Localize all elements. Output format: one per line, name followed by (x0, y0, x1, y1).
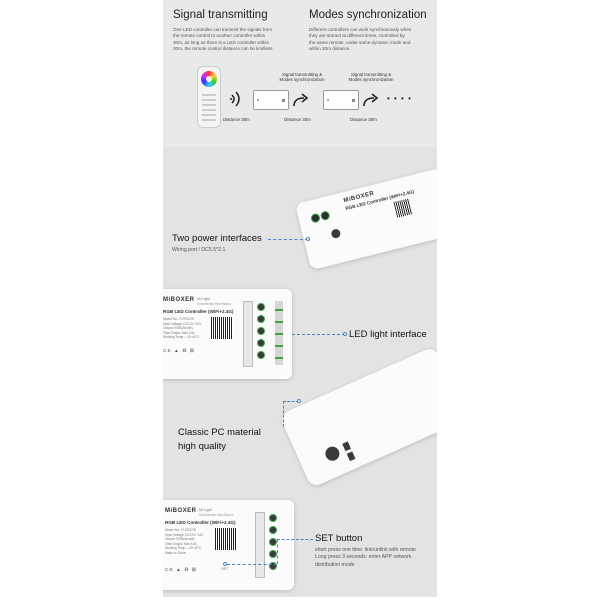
leader-line-pc-vertical (283, 401, 284, 427)
certification-icons: CE ▲ ♻ ⊠ (163, 349, 195, 354)
terminal-5 (269, 562, 277, 570)
leader-line-set (227, 564, 277, 565)
product-features-panel: MiBOXER RGB LED Controller (WiFi+2.4G) T… (163, 147, 437, 597)
feature-set-description: short press one time: link/unlink with r… (315, 547, 416, 568)
controller-box-2 (323, 90, 359, 110)
controller-image-set: MiBOXER Mi·Light Subordinate New Brand R… (163, 500, 294, 590)
sub-brand: Mi·Light (199, 508, 212, 512)
terminal-2 (257, 315, 265, 323)
wireless-signal-icon (230, 91, 240, 107)
terminal-1 (269, 514, 277, 522)
color-wheel-icon (201, 71, 217, 87)
model-name: RGB LED Controller (WiFi+2.4G) (165, 520, 236, 525)
terminal-2 (269, 526, 277, 534)
distance-label-2: Distance 30m (284, 117, 311, 122)
terminal-1 (257, 303, 265, 311)
callout-dot-power (306, 237, 310, 241)
terminal-side (275, 301, 283, 365)
controller-box-1 (253, 90, 289, 110)
terminal-4 (257, 339, 265, 347)
terminal-2 (319, 210, 331, 222)
remote-control (197, 66, 221, 128)
distance-label-1: Distance 30m (223, 117, 250, 122)
dc-jack (330, 228, 342, 240)
caption-sync-1: Signal transmitting & Modes synchronizat… (279, 72, 325, 82)
arrow-1-icon (293, 93, 309, 107)
controller-image-housing (279, 345, 437, 489)
modes-description: Different controllers can work synchrono… (309, 27, 412, 52)
signal-title: Signal transmitting (173, 9, 268, 21)
terminal-4 (269, 550, 277, 558)
remote-buttons (202, 93, 216, 121)
signal-modes-panel: Signal transmitting One LED controller c… (163, 0, 437, 147)
controller-image-power: MiBOXER RGB LED Controller (WiFi+2.4G) (295, 167, 437, 271)
feature-pc-title: Classic PC material high quality (178, 427, 261, 452)
signal-description: One LED controller can transmit the sign… (173, 27, 274, 52)
feature-power-title: Two power interfaces (172, 233, 262, 244)
dc-jack (323, 444, 342, 463)
leader-line-led (292, 334, 345, 335)
spec-list: Model No.: FUT037W Input Voltage: DC12V~… (165, 528, 204, 555)
feature-led-title: LED light interface (349, 329, 427, 340)
set-button-marker (223, 562, 227, 566)
terminal-3 (257, 327, 265, 335)
terminal-5 (257, 351, 265, 359)
qr-code (211, 317, 233, 339)
qr-code (215, 528, 237, 550)
terminal-3 (269, 538, 277, 546)
set-label: SET (221, 566, 229, 571)
feature-set-title: SET button (315, 533, 363, 544)
pin-label-column (255, 512, 265, 578)
brand-name: MiBOXER (163, 297, 195, 303)
port-slot-2 (346, 451, 356, 462)
leader-line-set-vertical (277, 539, 278, 564)
port-slot-1 (342, 441, 351, 452)
controller-image-led: MiBOXER Mi·Light Subordinate New Brand R… (163, 289, 292, 379)
continuation-dots: • • • • (387, 94, 412, 103)
brand-name: MiBOXER (165, 508, 197, 514)
leader-line-set-top (277, 539, 313, 540)
arrow-2-icon (363, 93, 379, 107)
terminal-1 (310, 212, 321, 224)
feature-power-subtitle: Wiring port / DC5.5*2.1 (172, 247, 226, 253)
model-name: RGB LED Controller (WiFi+2.4G) (163, 309, 234, 314)
slogan: Subordinate New Brand (197, 302, 231, 306)
certification-icons: CE ▲ ♻ ⊠ (165, 568, 197, 573)
leader-line-pc (283, 401, 299, 402)
qr-code (393, 198, 413, 218)
caption-sync-2: Signal transmitting & Modes synchronizat… (348, 72, 394, 82)
sub-brand: Mi·Light (197, 297, 210, 301)
modes-title: Modes synchronization (309, 9, 427, 21)
callout-dot-pc (297, 399, 301, 403)
slogan: Subordinate New Brand (199, 513, 233, 517)
pin-label-column (243, 301, 253, 367)
leader-line-power (268, 239, 308, 240)
spec-list: Model No.: FUT037W Input Voltage: DC12V~… (163, 317, 202, 340)
callout-dot-led (343, 332, 347, 336)
distance-label-3: Distance 30m (350, 117, 377, 122)
